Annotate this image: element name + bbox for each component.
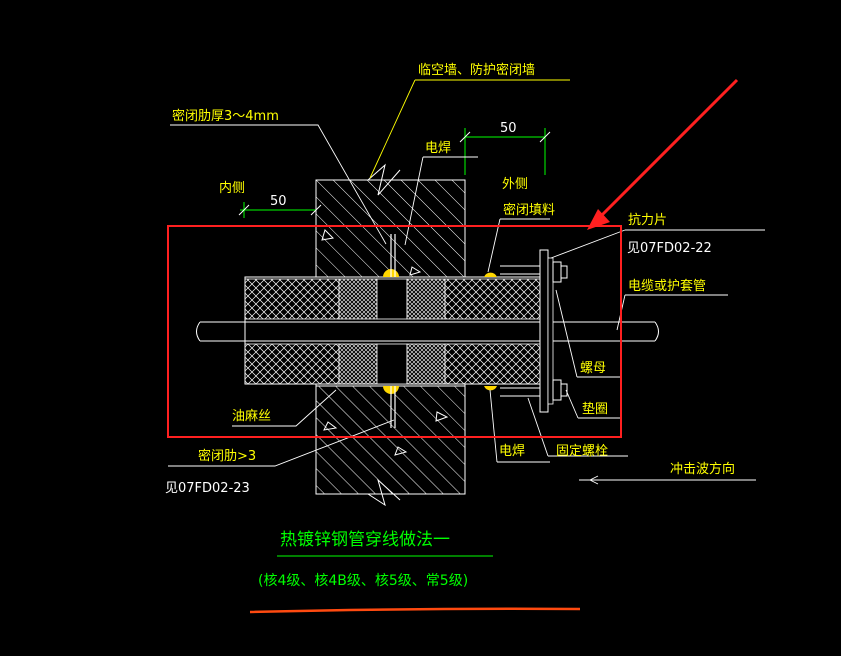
label-inner-side: 内侧 bbox=[219, 180, 245, 196]
drawing-title: 热镀锌钢管穿线做法一 (核4级、核4B级、核5级、常5级) bbox=[258, 530, 493, 589]
label-ref-top: 见07FD02-22 bbox=[627, 241, 712, 256]
label-ref-bottom: 见07FD02-23 bbox=[165, 481, 250, 496]
anti-force-plate bbox=[500, 249, 568, 413]
leader-lines bbox=[168, 79, 765, 485]
label-cable-sleeve: 电缆或护套管 bbox=[628, 278, 706, 294]
highlight-arrow bbox=[593, 78, 739, 224]
title-underline bbox=[249, 607, 581, 614]
labels: 临空墙、防护密闭墙 密闭肋厚3～4mm 电焊 内侧 外侧 密闭填料 抗力片 见0… bbox=[165, 62, 735, 496]
highlight-annotations bbox=[167, 78, 739, 614]
label-anchor-bolt: 固定螺栓 bbox=[556, 444, 608, 459]
label-weld-top: 电焊 bbox=[425, 140, 451, 156]
label-wall: 临空墙、防护密闭墙 bbox=[418, 62, 535, 78]
highlight-box bbox=[167, 225, 622, 438]
dim-50-top: 50 bbox=[500, 121, 517, 136]
label-rib-thickness: 密闭肋厚3～4mm bbox=[172, 108, 279, 124]
label-weld-bottom: 电焊 bbox=[499, 443, 525, 459]
title-main: 热镀锌钢管穿线做法一 bbox=[280, 530, 450, 550]
dim-50-left: 50 bbox=[270, 194, 287, 209]
title-sub: (核4级、核4B级、核5级、常5级) bbox=[258, 573, 468, 589]
label-rib-gt3: 密闭肋>3 bbox=[198, 448, 256, 464]
dimension-top: 50 bbox=[459, 121, 551, 175]
label-sealant: 密闭填料 bbox=[503, 202, 555, 218]
pipe-assembly bbox=[196, 234, 659, 428]
cable bbox=[196, 321, 659, 342]
label-washer: 垫圈 bbox=[582, 401, 608, 417]
dimension-left: 50 bbox=[238, 194, 322, 218]
label-outer-side: 外侧 bbox=[502, 177, 528, 192]
label-anti-force-plate: 抗力片 bbox=[628, 213, 667, 228]
label-shock-direction: 冲击波方向 bbox=[670, 461, 735, 477]
label-oakum: 油麻丝 bbox=[232, 409, 271, 424]
label-nut: 螺母 bbox=[580, 361, 606, 376]
